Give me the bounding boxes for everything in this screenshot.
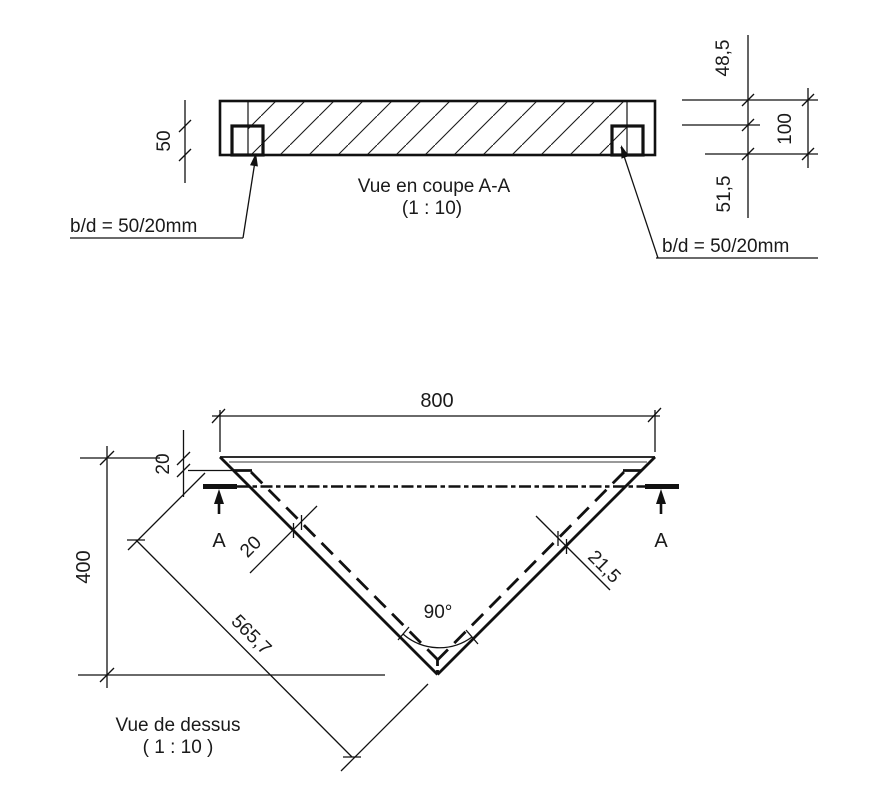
dim-20-slope — [249, 505, 318, 574]
dim-800 — [211, 407, 662, 452]
section-view-scale: (1 : 10) — [402, 198, 462, 219]
dim-565-7 — [127, 472, 429, 772]
top-view-scale: ( 1 : 10 ) — [143, 737, 214, 758]
dim-21-5 — [535, 515, 611, 591]
top-view-title: Vue de dessus — [116, 715, 241, 736]
dim-angle-90-label: 90° — [424, 602, 453, 623]
section-arrow-right — [656, 489, 666, 504]
dim-50 — [178, 100, 192, 183]
groove-hidden-edges — [233, 469, 642, 674]
dim-100-label: 100 — [775, 113, 796, 145]
section-view-title: Vue en coupe A-A — [358, 176, 511, 197]
leader-left-arrowhead — [250, 153, 258, 167]
dim-20-slope-label: 20 — [236, 532, 266, 562]
label-bd-left: b/d = 50/20mm — [70, 216, 197, 237]
dim-400 — [78, 446, 385, 688]
leader-right — [620, 145, 818, 259]
dim-21-5-label: 21,5 — [583, 547, 624, 588]
dim-100 — [801, 88, 815, 168]
beam-outline — [218, 99, 657, 157]
leader-right-arrowhead — [621, 145, 630, 159]
section-mark-right-label: A — [654, 530, 668, 552]
hatch-area — [248, 101, 627, 155]
label-bd-right: b/d = 50/20mm — [662, 236, 789, 257]
dim-50-label: 50 — [154, 130, 175, 151]
top-view: 800 A A — [73, 390, 679, 772]
dim-51-5-label: 51,5 — [714, 176, 735, 213]
section-mark-left-label: A — [212, 530, 226, 552]
dim-400-label: 400 — [73, 550, 95, 583]
leader-left — [70, 153, 258, 239]
section-view: 50 48,5 51,5 100 b/d = 50/20mm — [70, 35, 818, 259]
dim-chain-right — [682, 35, 818, 218]
dim-angle-90 — [397, 626, 479, 649]
dim-565-7-label: 565,7 — [227, 611, 275, 659]
dim-48-5-label: 48,5 — [713, 40, 734, 77]
triangle-right-edge — [436, 456, 656, 676]
dim-20-top — [80, 430, 232, 497]
notch-left — [230, 124, 265, 157]
dim-800-label: 800 — [420, 390, 453, 412]
cutting-plane-line — [203, 484, 679, 514]
dim-20-top-label: 20 — [153, 453, 174, 474]
section-arrow-left — [214, 489, 224, 504]
triangle-left-edge — [219, 456, 439, 676]
